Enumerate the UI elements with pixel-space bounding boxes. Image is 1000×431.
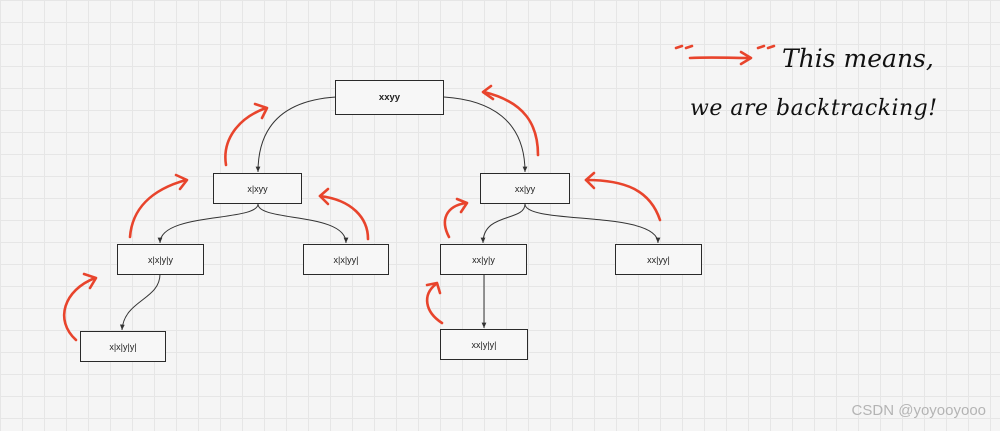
edge-l1-right-to-l2-c <box>480 203 526 244</box>
node-l1-left: x|xyy <box>213 173 302 204</box>
node-root: xxyy <box>335 80 444 115</box>
edge-l1-left-to-l2-b <box>257 203 349 244</box>
legend-line-1: This means, <box>782 44 934 73</box>
backtrack-arrow-l2-d <box>584 171 662 222</box>
backtrack-arrow-l1-left <box>224 102 269 167</box>
edge-root-to-l1-left <box>255 96 337 173</box>
edge-l1-left-to-l2-a <box>157 203 259 244</box>
edge-root-to-l1-right <box>443 96 528 173</box>
node-l2-b: x|x|yy| <box>303 244 389 275</box>
legend-line-2: we are backtracking! <box>690 96 938 121</box>
backtrack-arrow-l2-b <box>318 187 370 241</box>
tree-edges <box>119 96 661 331</box>
legend-arrow-sample <box>674 44 776 66</box>
node-l3-b: xx|y|y| <box>440 329 528 360</box>
edge-l1-right-to-l2-d <box>524 203 661 244</box>
node-l3-a: x|x|y|y| <box>80 331 166 362</box>
csdn-watermark: CSDN @yoyooyooo <box>851 402 986 419</box>
backtrack-arrows <box>62 44 776 342</box>
backtrack-arrow-l1-right <box>481 84 540 157</box>
node-l2-c: xx|y|y <box>440 244 527 275</box>
backtrack-arrow-l3-a <box>62 272 98 342</box>
node-l2-a: x|x|y|y <box>117 244 204 275</box>
backtrack-arrow-l2-c <box>443 197 469 239</box>
node-l2-d: xx|yy| <box>615 244 702 275</box>
node-l1-right: xx|yy <box>480 173 570 204</box>
edge-l2-a-to-l3-a <box>119 273 161 331</box>
backtrack-arrow-l3-b <box>425 281 444 325</box>
backtrack-arrow-l2-a <box>128 173 189 239</box>
